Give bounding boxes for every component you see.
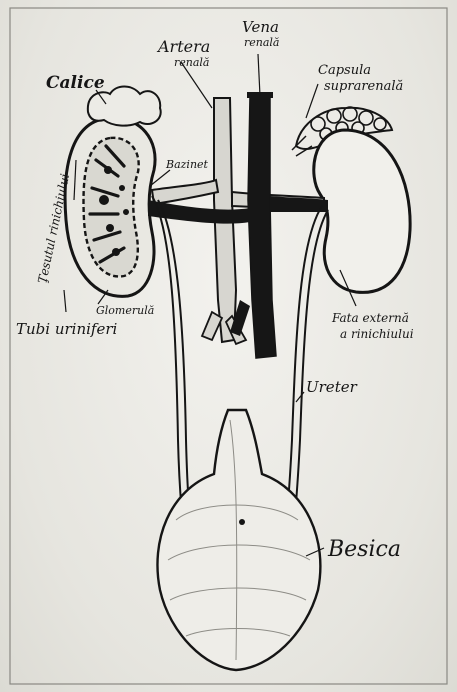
label-vena-line2: renală <box>244 36 280 49</box>
label-capsula-line2: suprarenală <box>324 79 403 94</box>
label-calice: Calice <box>46 73 105 93</box>
label-artera-line2: renală <box>174 56 210 69</box>
label-fata-line2: a rinichiului <box>340 327 414 341</box>
label-fata-line1: Fata externă <box>331 311 409 325</box>
label-besica: Besica <box>327 537 401 562</box>
label-vena-line1: Vena <box>242 18 279 36</box>
label-artera-line1: Artera <box>156 37 210 56</box>
label-ureter: Ureter <box>306 378 358 396</box>
left-kidney <box>65 118 155 296</box>
label-tubi: Tubi uriniferi <box>16 320 118 338</box>
label-glomerula: Glomerulă <box>96 304 154 317</box>
bladder <box>157 410 320 670</box>
label-bazinet: Bazinet <box>165 158 209 171</box>
label-capsula-line1: Capsula <box>318 63 371 78</box>
